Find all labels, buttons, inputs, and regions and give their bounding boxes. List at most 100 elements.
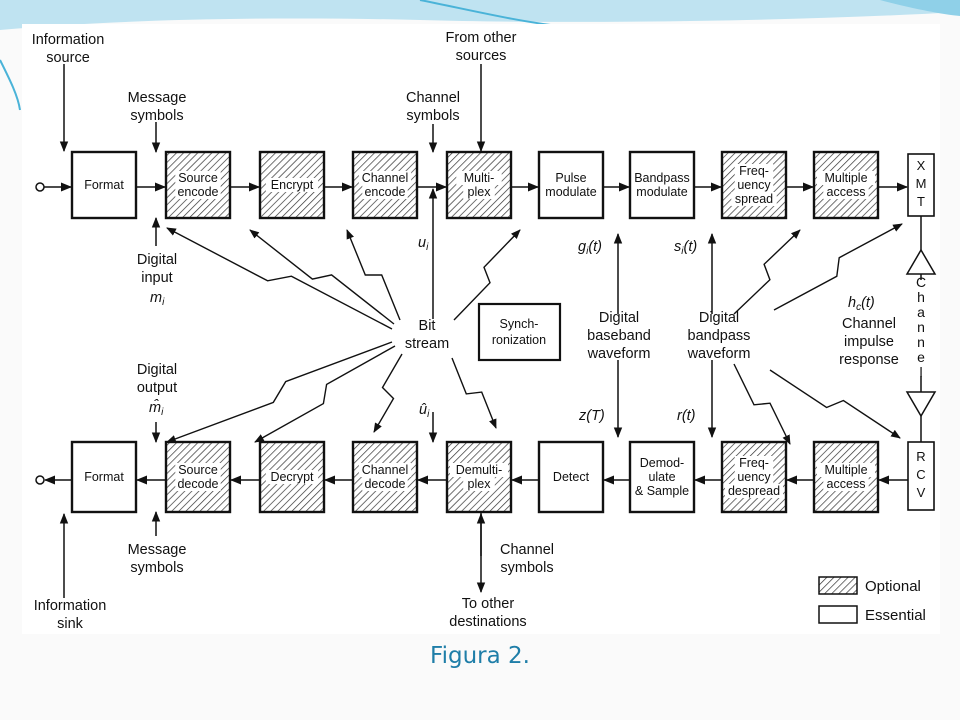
multiple-access-rx-block-label-bg: [817, 463, 875, 477]
rx-antenna-icon: [905, 391, 937, 418]
multiplex-block-label-bg: [456, 171, 502, 185]
source-decode-block-label-bg: [175, 477, 221, 491]
bolt-to-freq-spread: [733, 229, 801, 315]
from-other-sources-1: From other: [446, 30, 517, 46]
bandpass-modulate-block-label-bg: [633, 171, 691, 185]
message-symbols-top-1: Message: [128, 90, 187, 106]
rcv-letter-r: R: [916, 449, 925, 464]
frequency-despread-block-label-bg: [725, 484, 783, 498]
demultiplex-block-label-bg: [450, 463, 508, 477]
channel-encode-block-label-bg: [358, 171, 412, 185]
channel-symbols-top-2: symbols: [406, 108, 459, 124]
digital-baseband-2: baseband: [587, 328, 651, 344]
multiple-access-tx-block-label-line: access: [827, 185, 866, 199]
bolt-to-source-decode: [166, 341, 393, 443]
rcv-letter-v: V: [917, 485, 926, 500]
frequency-despread-block-label-line: uency: [737, 470, 771, 484]
xmt-letter-t: T: [917, 194, 925, 209]
rt-label: r(t): [677, 408, 696, 424]
digital-bandpass-3: waveform: [687, 346, 751, 362]
channel-letter: C: [916, 274, 926, 290]
frequency-spread-block-label-line: uency: [737, 178, 771, 192]
xmt-letter-m: M: [916, 176, 927, 191]
bolt-to-decrypt: [254, 345, 396, 443]
channel-symbols-bottom-2: symbols: [500, 560, 553, 576]
demodulate-sample-block-label-bg: [642, 470, 682, 484]
source-decode-block-label-line: Source: [178, 463, 218, 477]
source-encode-block-label-bg: [175, 171, 221, 185]
demodulate-sample-block-label-line: Demod-: [640, 456, 684, 470]
channel-letter: e: [917, 349, 925, 365]
channel-impulse-3: response: [839, 352, 899, 368]
bit-stream-1: Bit: [419, 318, 436, 334]
frequency-spread-block-label-line: spread: [735, 192, 773, 206]
pulse-modulate-block-label-line: modulate: [545, 185, 596, 199]
to-other-destinations-1: To other: [462, 596, 515, 612]
channel-letter: h: [917, 289, 925, 305]
digital-bandpass-1: Digital: [699, 310, 739, 326]
demultiplex-block-label-line: Demulti-: [456, 463, 503, 477]
ui-label: ui: [418, 235, 429, 253]
mi-label: mi: [150, 290, 165, 308]
frequency-despread-block-label-bg: [734, 470, 774, 484]
source-encode-block-label-line: encode: [177, 185, 218, 199]
demodulate-sample-block-label-bg: [633, 484, 691, 498]
source-decode-block-label-line: decode: [177, 477, 218, 491]
bolt-to-rcv: [769, 369, 901, 439]
bolt-to-multiplex: [453, 229, 521, 321]
encrypt-block-label-line: Encrypt: [271, 178, 314, 192]
channel-letter: n: [917, 319, 925, 335]
format-rx-block-label-line: Format: [84, 470, 124, 484]
detect-block-label-line: Detect: [553, 470, 590, 484]
info-sink-1: Information: [34, 598, 107, 614]
format-block-label-bg: [81, 178, 127, 192]
multiplex-block-label-line: plex: [468, 185, 492, 199]
legend-optional-swatch: [818, 576, 858, 595]
legend: Optional Essential: [818, 576, 926, 624]
zT-label: z(T): [578, 408, 605, 424]
bandpass-modulate-block-label-line: Bandpass: [634, 171, 690, 185]
digital-output-1: Digital: [137, 362, 177, 378]
decrypt-block: Decrypt: [258, 440, 326, 514]
si-label: si(t): [674, 239, 697, 257]
demodulate-sample-block-label-line: & Sample: [635, 484, 689, 498]
channel-impulse-1: Channel: [842, 316, 896, 332]
channel-impulse-2: impulse: [844, 334, 894, 350]
top-wave-band: [0, 0, 960, 30]
bolt-to-channel-decode: [373, 353, 403, 433]
legend-optional-label: Optional: [865, 578, 921, 595]
detect-block-label-bg: [548, 470, 594, 484]
digital-input-1: Digital: [137, 252, 177, 268]
multiple-access-rx-block-label-line: access: [827, 477, 866, 491]
multiplex-block-label-bg: [463, 185, 495, 199]
mhat-label: m̂i: [149, 399, 164, 418]
demultiplex-block-label-line: plex: [468, 477, 492, 491]
frequency-spread-block-label-line: Freq-: [739, 164, 769, 178]
digital-output-2: output: [137, 380, 177, 396]
channel-letter: n: [917, 334, 925, 350]
bandpass-modulate-block-label-line: modulate: [636, 185, 687, 199]
bolt-to-xmt: [773, 223, 903, 311]
format-rx-block-label-bg: [81, 470, 127, 484]
info-source-line-1: Information: [32, 32, 105, 48]
frequency-spread-block-label-bg: [734, 178, 774, 192]
bolt-to-demultiplex: [451, 357, 497, 429]
digital-baseband-3: waveform: [587, 346, 651, 362]
digital-input-2: input: [141, 270, 172, 286]
bit-stream-2: stream: [405, 336, 449, 352]
to-other-destinations-2: destinations: [449, 614, 526, 630]
format-block: Format: [70, 150, 138, 220]
encrypt-block: Encrypt: [258, 150, 326, 220]
multiple-access-tx-block-label-bg: [823, 185, 869, 199]
output-terminal-icon: [35, 475, 45, 485]
frequency-spread-block-label-bg: [734, 164, 774, 178]
